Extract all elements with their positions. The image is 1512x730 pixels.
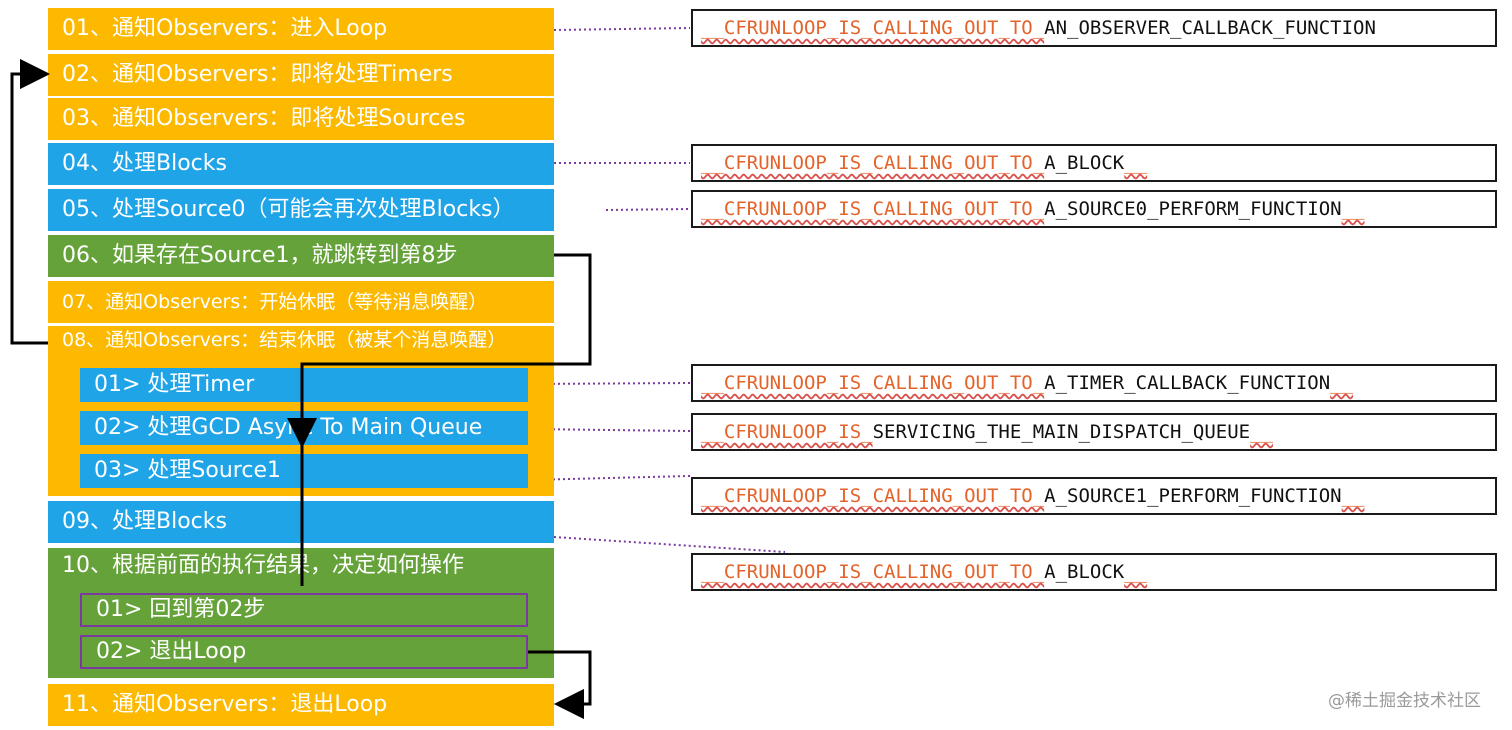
function-name: A_BLOCK <box>1044 561 1125 583</box>
dotted-connector-source1 <box>527 475 691 481</box>
function-box-main-queue: __CFRUNLOOP_IS_SERVICING_THE_MAIN_DISPAT… <box>691 413 1497 451</box>
step-01: 01、通知Observers：进入Loop <box>48 8 554 50</box>
function-box-source1: __CFRUNLOOP_IS_CALLING_OUT_TO_A_SOURCE1_… <box>691 477 1497 515</box>
function-prefix: __CFRUNLOOP_IS_CALLING_OUT_TO_ <box>701 198 1045 220</box>
function-box-block: __CFRUNLOOP_IS_CALLING_OUT_TO_A_BLOCK__ <box>691 144 1497 182</box>
function-suffix: __ <box>1341 198 1365 220</box>
jump-arrow-overlay <box>287 253 592 448</box>
step-07: 07、通知Observers：开始休眠（等待消息唤醒） <box>48 281 554 323</box>
function-prefix: __CFRUNLOOP_IS_CALLING_OUT_TO_ <box>701 17 1045 39</box>
function-box-source0: __CFRUNLOOP_IS_CALLING_OUT_TO_A_SOURCE0_… <box>691 190 1497 228</box>
step-10-label: 10、根据前面的执行结果，决定如何操作 <box>62 553 464 578</box>
loop-to-02-overlay <box>10 59 50 345</box>
function-prefix: __CFRUNLOOP_IS_CALLING_OUT_TO_ <box>701 152 1045 174</box>
step-03: 03、通知Observers：即将处理Sources <box>48 98 554 140</box>
function-suffix: __ <box>1330 372 1354 394</box>
step-08-label: 08、通知Observers：结束休眠（被某个消息唤醒） <box>62 329 507 351</box>
function-suffix: __ <box>1250 421 1273 443</box>
function-box-block-2: __CFRUNLOOP_IS_CALLING_OUT_TO_A_BLOCK__ <box>691 553 1497 591</box>
function-prefix: __CFRUNLOOP_IS_CALLING_OUT_TO_ <box>701 372 1045 394</box>
step-08-sub-timer: 01> 处理Timer <box>80 368 528 402</box>
step-06: 06、如果存在Source1，就跳转到第8步 <box>48 235 554 277</box>
function-suffix: __ <box>1124 152 1148 174</box>
function-prefix: __CFRUNLOOP_IS_ <box>701 421 873 443</box>
dotted-connector-05 <box>605 208 691 211</box>
function-name: AN_OBSERVER_CALLBACK_FUNCTION <box>1044 17 1376 39</box>
function-suffix: __ <box>1124 561 1148 583</box>
watermark: @稀土掘金技术社区 <box>1328 691 1481 711</box>
step-10-sub-back: 01> 回到第02步 <box>80 593 528 627</box>
function-name: A_SOURCE1_PERFORM_FUNCTION <box>1044 485 1342 507</box>
dotted-connector-09 <box>553 536 786 553</box>
exit-arrow-overlay <box>528 650 592 719</box>
step-10-sub-exit: 02> 退出Loop <box>80 635 528 669</box>
dotted-connector-timer <box>527 382 691 385</box>
function-box-timer: __CFRUNLOOP_IS_CALLING_OUT_TO_A_TIMER_CA… <box>691 364 1497 402</box>
step-08-sub-source1: 03> 处理Source1 <box>80 454 528 488</box>
step-04: 04、处理Blocks <box>48 143 554 185</box>
function-suffix: __ <box>1341 485 1365 507</box>
function-name: SERVICING_THE_MAIN_DISPATCH_QUEUE <box>872 421 1251 443</box>
function-box-observer: __CFRUNLOOP_IS_CALLING_OUT_TO_AN_OBSERVE… <box>691 9 1497 47</box>
function-name: A_TIMER_CALLBACK_FUNCTION <box>1044 372 1331 394</box>
step-11: 11、通知Observers：退出Loop <box>48 684 554 726</box>
function-prefix: __CFRUNLOOP_IS_CALLING_OUT_TO_ <box>701 485 1045 507</box>
function-prefix: __CFRUNLOOP_IS_CALLING_OUT_TO_ <box>701 561 1045 583</box>
step-05: 05、处理Source0（可能会再次处理Blocks） <box>48 189 554 231</box>
dotted-connector-gcd <box>527 428 691 432</box>
step-02: 02、通知Observers：即将处理Timers <box>48 54 554 96</box>
function-name: A_SOURCE0_PERFORM_FUNCTION <box>1044 198 1342 220</box>
function-name: A_BLOCK <box>1044 152 1125 174</box>
